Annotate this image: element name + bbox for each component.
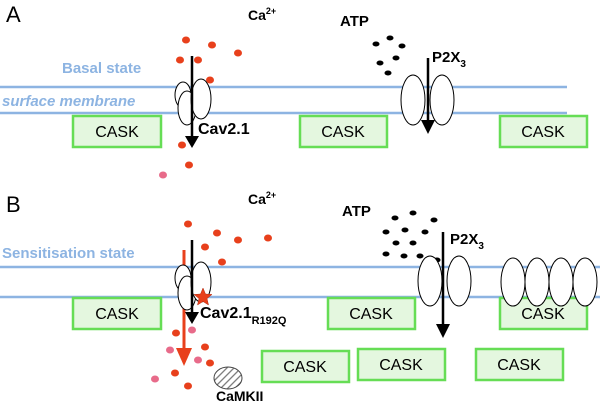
p2x3-label-a: P2X3 xyxy=(432,49,466,70)
atp-molecules-b xyxy=(382,210,441,263)
cav21-channel-a xyxy=(174,56,212,148)
svg-text:CASK: CASK xyxy=(497,357,541,374)
p2x3-channel-a xyxy=(400,58,455,134)
p2x3-channel-b xyxy=(417,232,472,338)
cav21-channel-b xyxy=(174,240,213,324)
membrane-p2x3-cluster xyxy=(500,257,598,307)
cask-box-a3: CASK xyxy=(498,114,589,149)
cav21-label-a: Cav2.1 xyxy=(198,121,250,138)
basal-state-label: Basal state xyxy=(62,60,141,77)
atp-molecules-a xyxy=(372,35,406,76)
svg-text:CASK: CASK xyxy=(321,124,365,141)
svg-text:CASK: CASK xyxy=(283,359,327,376)
atp-label-b: ATP xyxy=(342,203,371,220)
svg-text:CASK: CASK xyxy=(521,124,565,141)
cask-box-b1: CASK xyxy=(71,296,163,331)
panel-b-letter: B xyxy=(6,192,21,217)
calcium-ions-intracellular-b xyxy=(151,326,214,390)
svg-text:CASK: CASK xyxy=(379,357,423,374)
cask-box-b4: CASK xyxy=(260,349,351,384)
cask-box-a1: CASK xyxy=(71,114,163,149)
sensitisation-state-label: Sensitisation state xyxy=(2,245,135,262)
calcium-ions-extracellular-a xyxy=(176,36,242,84)
svg-text:CASK: CASK xyxy=(95,306,139,323)
cask-box-b6: CASK xyxy=(474,347,565,382)
camkii-label: CaMKII xyxy=(216,388,263,403)
atp-label-a: ATP xyxy=(340,13,369,30)
panel-b: B Sensitisation state Ca2+ xyxy=(0,190,600,403)
svg-text:CASK: CASK xyxy=(521,306,565,323)
panel-a-letter: A xyxy=(6,2,21,27)
svg-text:CASK: CASK xyxy=(95,124,139,141)
cask-box-a2: CASK xyxy=(298,114,389,149)
calcium-label-a: Ca2+ xyxy=(248,6,276,23)
calcium-label-b: Ca2+ xyxy=(248,190,276,207)
cav21-r192q-label: Cav2.1R192Q xyxy=(200,305,287,327)
calcium-ions-extracellular-b xyxy=(184,220,272,266)
calcium-ions-intracellular-a xyxy=(159,141,193,179)
cask-box-b2: CASK xyxy=(326,296,417,331)
cask-box-b5: CASK xyxy=(356,347,447,382)
camkii-icon xyxy=(213,366,243,390)
svg-text:CASK: CASK xyxy=(349,306,393,323)
p2x3-label-b: P2X3 xyxy=(450,231,484,252)
mutation-star-icon xyxy=(193,287,213,306)
panel-a: A Basal state surface membrane Ca2+ Cav2… xyxy=(0,2,589,179)
surface-membrane-label: surface membrane xyxy=(2,93,135,110)
